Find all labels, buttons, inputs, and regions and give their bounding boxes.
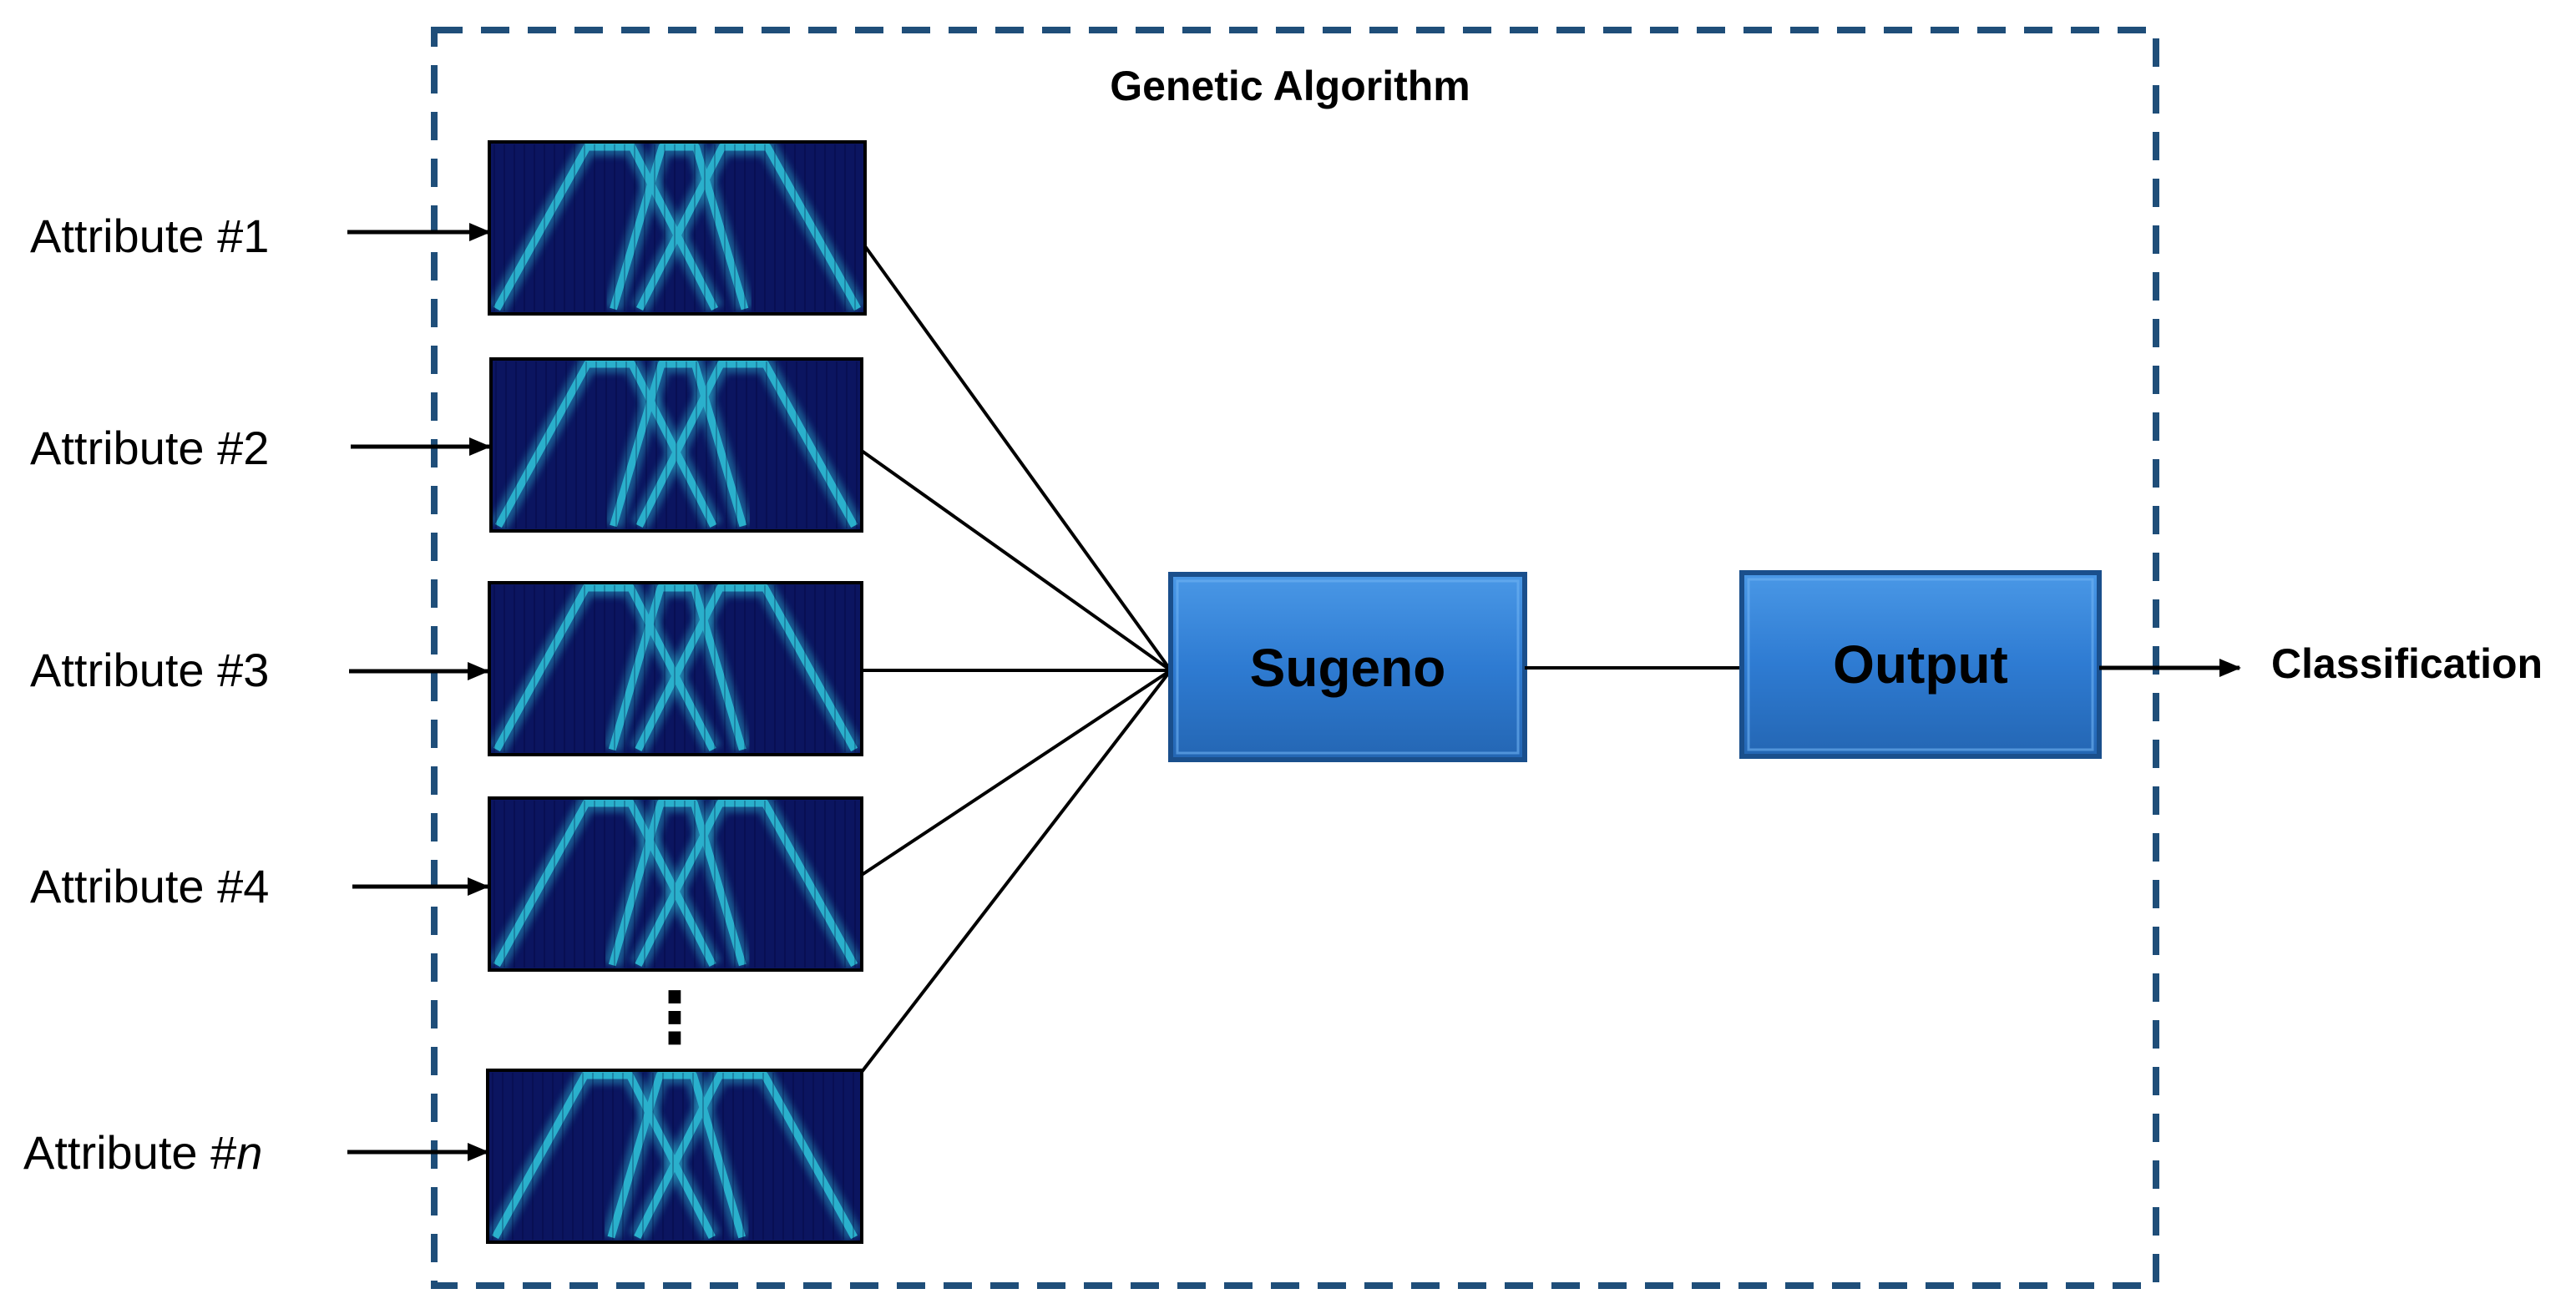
- membership-curve: [610, 144, 749, 311]
- membership-curve: [635, 800, 858, 968]
- membership-function-panel-1: [488, 140, 867, 316]
- connector-2: [860, 449, 1172, 672]
- membership-function-panel-5: [486, 1069, 863, 1244]
- membership-curve: [608, 800, 746, 967]
- membership-function-panels: [486, 140, 867, 1244]
- input-label-2: Attribute #2: [30, 422, 269, 474]
- input-label-1: Attribute #1: [30, 210, 269, 262]
- ellipsis-icon: ⋮: [640, 978, 710, 1057]
- sugeno-box: Sugeno: [1168, 572, 1527, 762]
- input-label-4: Attribute #4: [30, 860, 269, 912]
- output-label: Output: [1833, 634, 2008, 695]
- sugeno-label: Sugeno: [1250, 638, 1446, 698]
- genetic-algorithm-title: Genetic Algorithm: [1110, 63, 1470, 109]
- input-label-3: Attribute #3: [30, 644, 269, 696]
- membership-curve: [634, 1072, 858, 1240]
- membership-curve: [635, 361, 858, 528]
- membership-curve: [635, 144, 861, 311]
- output-box: Output: [1739, 570, 2102, 759]
- membership-curve: [608, 584, 746, 751]
- connector-n: [860, 669, 1172, 1074]
- genetic-algorithm-container: [431, 27, 2159, 1289]
- membership-curve: [635, 584, 858, 752]
- connector-4: [860, 669, 1172, 877]
- membership-function-panel-2: [489, 357, 863, 533]
- input-label-n: Attribute #n: [23, 1126, 262, 1179]
- classification-label: Classification: [2271, 640, 2543, 687]
- membership-function-panel-3: [488, 581, 863, 756]
- membership-curve: [607, 1072, 746, 1239]
- membership-function-panel-4: [488, 796, 863, 972]
- connector-1: [863, 245, 1172, 672]
- membership-curve: [610, 361, 747, 528]
